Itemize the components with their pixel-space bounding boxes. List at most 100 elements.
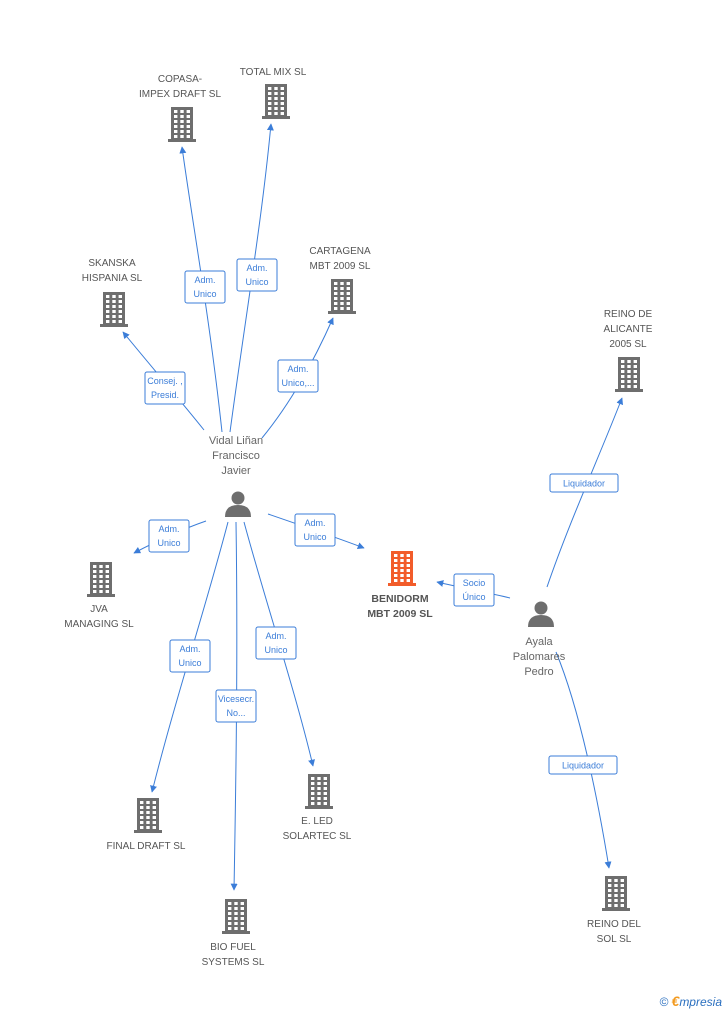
edge-label-text: Unico bbox=[264, 645, 287, 655]
edge-label-text: Unico bbox=[245, 277, 268, 287]
edge-label-text: Adm. bbox=[246, 263, 267, 273]
company-name: FINAL DRAFT SL bbox=[107, 841, 186, 852]
edge-label-box[interactable] bbox=[294, 513, 336, 547]
building-icon[interactable] bbox=[134, 798, 162, 833]
company-node-totalmix[interactable]: TOTAL MIX SL bbox=[240, 67, 307, 119]
edge-label-box[interactable] bbox=[215, 689, 257, 723]
edge-label-text: Adm. bbox=[158, 524, 179, 534]
building-icon[interactable] bbox=[87, 562, 115, 597]
edge-label-box[interactable] bbox=[148, 519, 190, 553]
edge-label-text: Adm. bbox=[265, 631, 286, 641]
logo-e: € bbox=[671, 993, 680, 1009]
company-node-skanska[interactable]: SKANSKA HISPANIA SL bbox=[82, 258, 143, 327]
edge-label-text: Vicesecr. bbox=[218, 694, 254, 704]
person-name: Javier bbox=[221, 465, 251, 477]
edge-label-box[interactable] bbox=[255, 626, 297, 660]
company-name: SYSTEMS SL bbox=[202, 957, 265, 968]
building-icon[interactable] bbox=[305, 774, 333, 809]
person-name: Ayala bbox=[525, 636, 553, 648]
building-icon[interactable] bbox=[262, 84, 290, 119]
edge-vidal-jva: Adm. Unico bbox=[133, 519, 207, 554]
edge-label-text: No... bbox=[226, 708, 245, 718]
building-icon[interactable] bbox=[100, 292, 128, 327]
company-name: MBT 2009 SL bbox=[367, 608, 433, 620]
edge-label-box[interactable] bbox=[548, 755, 618, 775]
edge-label-text: Único bbox=[462, 592, 485, 602]
building-icon[interactable] bbox=[222, 899, 250, 934]
company-node-biofuel[interactable]: BIO FUEL SYSTEMS SL bbox=[202, 899, 265, 968]
company-name: MBT 2009 SL bbox=[310, 261, 371, 272]
edge-vidal-benidorm: Adm. Unico bbox=[267, 513, 365, 550]
edge-label-box[interactable] bbox=[236, 258, 278, 292]
edge-vidal-biofuel: Vicesecr. No... bbox=[215, 521, 257, 891]
company-name: TOTAL MIX SL bbox=[240, 67, 307, 78]
edge-ayala-reinosol: Liquidador bbox=[548, 651, 618, 869]
edge-label-text: Unico bbox=[303, 532, 326, 542]
logo-text: mpresia bbox=[679, 995, 722, 1009]
edge-label-text: Adm. bbox=[304, 518, 325, 528]
edge-label-text: Socio bbox=[463, 578, 486, 588]
person-name: Palomares bbox=[513, 651, 566, 663]
edge-label-box[interactable] bbox=[277, 359, 319, 393]
edge-label-box[interactable] bbox=[184, 270, 226, 304]
person-name: Pedro bbox=[524, 666, 553, 678]
company-name: REINO DEL bbox=[587, 919, 641, 930]
person-name: Vidal Liñan bbox=[209, 435, 263, 447]
company-name: CARTAGENA bbox=[309, 246, 371, 257]
edge-ayala-reinoalicante: Liquidador bbox=[546, 397, 623, 588]
company-node-benidorm[interactable]: BENIDORM MBT 2009 SL bbox=[367, 551, 433, 620]
edge-label-text: Adm. bbox=[179, 644, 200, 654]
company-name: BIO FUEL bbox=[210, 942, 256, 953]
company-name: JVA bbox=[90, 604, 108, 615]
building-icon[interactable] bbox=[388, 551, 416, 586]
edge-label-text: Unico bbox=[157, 538, 180, 548]
company-node-cartagena[interactable]: CARTAGENA MBT 2009 SL bbox=[309, 246, 371, 314]
edge-label-box[interactable] bbox=[549, 473, 619, 493]
company-name: SKANSKA bbox=[88, 258, 136, 269]
company-name: ALICANTE bbox=[604, 324, 653, 335]
edge-label-text: Consej. , bbox=[147, 376, 183, 386]
edge-label-text: Unico bbox=[178, 658, 201, 668]
person-icon[interactable] bbox=[528, 601, 554, 628]
edge-label-text: Liquidador bbox=[562, 761, 604, 771]
company-name: HISPANIA SL bbox=[82, 273, 143, 284]
building-icon[interactable] bbox=[602, 876, 630, 911]
edge-label-box[interactable] bbox=[144, 371, 186, 405]
company-name: MANAGING SL bbox=[64, 619, 134, 630]
building-icon[interactable] bbox=[328, 279, 356, 314]
edge-label-box[interactable] bbox=[169, 639, 211, 673]
empresia-logo: ©€mpresia bbox=[660, 993, 722, 1009]
company-name: E. LED bbox=[301, 816, 333, 827]
company-node-jva[interactable]: JVA MANAGING SL bbox=[64, 562, 134, 630]
copyright-symbol: © bbox=[659, 995, 669, 1009]
building-icon[interactable] bbox=[168, 107, 196, 142]
edge-vidal-eled: Adm. Unico bbox=[243, 521, 315, 767]
company-name: SOLARTEC SL bbox=[283, 831, 352, 842]
company-node-eled[interactable]: E. LED SOLARTEC SL bbox=[283, 774, 352, 842]
person-icon[interactable] bbox=[225, 491, 251, 518]
company-name: BENIDORM bbox=[371, 593, 428, 605]
edge-vidal-skanska: Consej. ,Presid. bbox=[122, 331, 205, 431]
edge-vidal-totalmix: Adm. Unico bbox=[229, 123, 278, 433]
edge-label-text: Adm. bbox=[287, 364, 308, 374]
edge-vidal-finaldraft: Adm. Unico bbox=[150, 521, 229, 793]
company-name: SOL SL bbox=[597, 934, 632, 945]
company-name: COPASA- bbox=[158, 74, 202, 85]
company-node-reinosol[interactable]: REINO DEL SOL SL bbox=[587, 876, 641, 945]
edge-label-text: Unico bbox=[193, 289, 216, 299]
company-name: IMPEX DRAFT SL bbox=[139, 89, 221, 100]
edge-label-text: Liquidador bbox=[563, 479, 605, 489]
edge-label-text: Unico,... bbox=[281, 378, 314, 388]
edge-label-box[interactable] bbox=[453, 573, 495, 607]
building-icon[interactable] bbox=[615, 357, 643, 392]
person-name: Francisco bbox=[212, 450, 260, 462]
edge-vidal-cartagena: Adm. Unico,... bbox=[261, 317, 334, 439]
company-node-copasa[interactable]: COPASA- IMPEX DRAFT SL bbox=[139, 74, 221, 142]
company-name: 2005 SL bbox=[609, 339, 647, 350]
company-node-finaldraft[interactable]: FINAL DRAFT SL bbox=[107, 798, 186, 852]
